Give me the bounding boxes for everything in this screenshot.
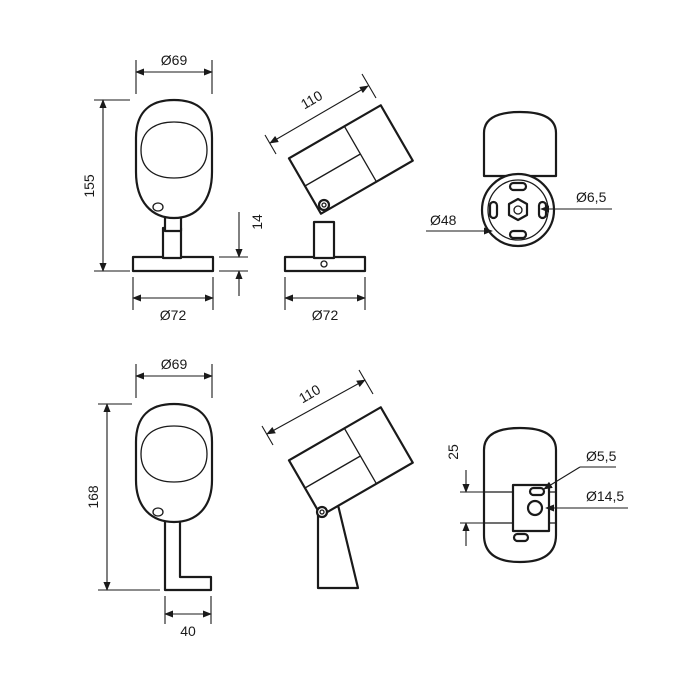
- bottom-back-small-hole-label: Ø5,5: [586, 448, 617, 464]
- bottom-side-length-label: 110: [296, 381, 324, 406]
- stem: [312, 220, 336, 260]
- bottom-back-large-hole-label: Ø14,5: [586, 488, 624, 504]
- slot-top: [508, 181, 528, 192]
- top-back-view: [480, 110, 558, 248]
- top-back-dimensions: Ø6,5 Ø48: [426, 189, 612, 235]
- bottom-front-view: [134, 402, 214, 592]
- top-base-thickness-label: 14: [249, 214, 265, 230]
- screw-head: [152, 202, 164, 212]
- lamp-body: [482, 110, 558, 178]
- bottom-front-dimensions: Ø69 168 40: [85, 356, 213, 639]
- bottom-bracket-width-label: 40: [180, 623, 196, 639]
- top-front-width-label: Ø69: [161, 52, 188, 68]
- base-screw: [320, 260, 328, 268]
- top-front-base-label: Ø72: [160, 307, 187, 323]
- slot-left: [488, 200, 499, 220]
- bottom-back-view: [482, 426, 558, 564]
- hex-nut: [507, 197, 529, 222]
- lens-outline: [140, 121, 208, 179]
- top-back-bolt-label: Ø6,5: [576, 189, 607, 205]
- bottom-front-width-label: Ø69: [161, 356, 188, 372]
- pivot-screw: [317, 198, 331, 212]
- bottom-front-height-label: 168: [85, 485, 101, 509]
- small-hole-top: [528, 486, 546, 497]
- screw-head: [152, 507, 164, 517]
- large-hole: [526, 499, 544, 517]
- bottom-back-dimensions: 25 Ø5,5 Ø14,5: [445, 444, 628, 546]
- top-front-view: [131, 98, 215, 273]
- slot-bottom: [508, 229, 528, 240]
- stem: [161, 226, 183, 260]
- top-front-height-label: 155: [81, 174, 97, 198]
- lamp-body: [134, 98, 214, 220]
- top-side-view: [283, 104, 414, 273]
- top-side-base-label: Ø72: [312, 307, 339, 323]
- bottom-back-offset-label: 25: [445, 444, 461, 460]
- lamp-body: [134, 402, 214, 524]
- small-hole-bottom: [512, 532, 530, 543]
- pivot-screw: [315, 505, 329, 519]
- top-side-length-label: 110: [298, 87, 326, 112]
- slot-right: [537, 200, 548, 220]
- bottom-side-view: [287, 406, 414, 590]
- top-front-dimensions: Ø69 155 Ø72 14: [81, 52, 265, 323]
- top-back-circle-label: Ø48: [430, 212, 457, 228]
- lens-outline: [140, 425, 208, 483]
